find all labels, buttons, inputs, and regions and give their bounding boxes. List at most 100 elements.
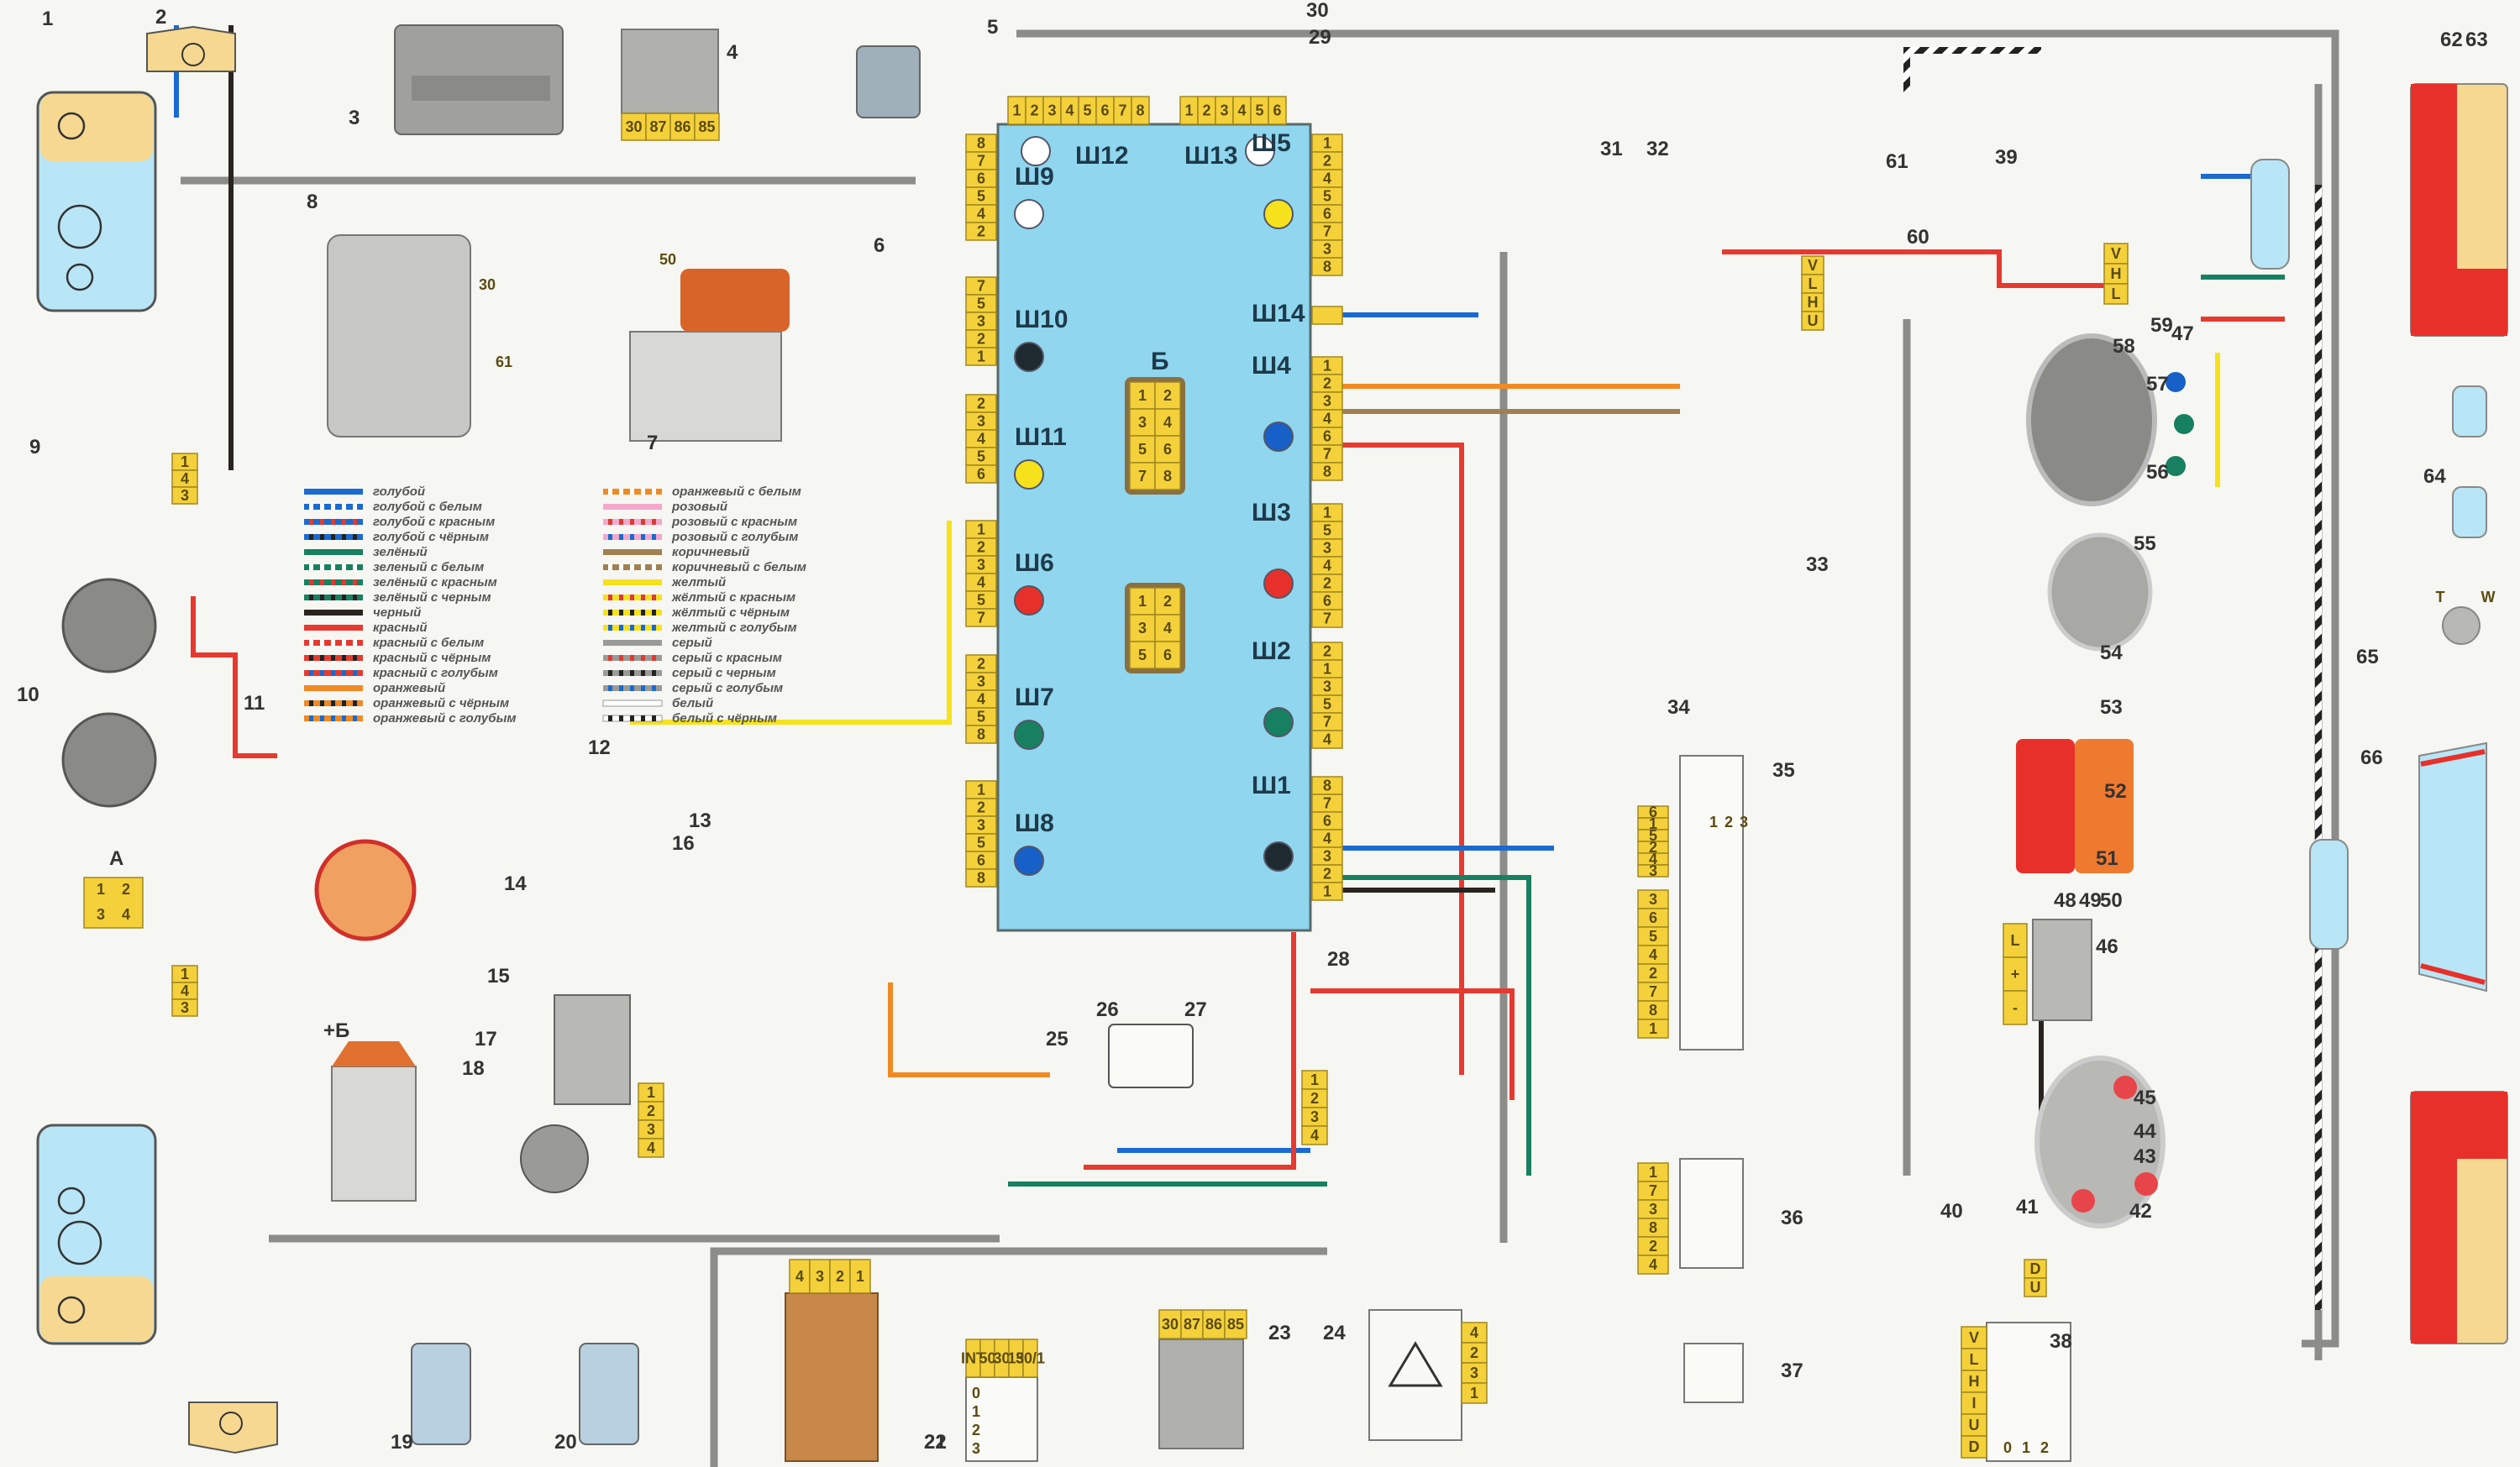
connector-9-top-pin: 4: [181, 470, 189, 487]
component-number-48: 48: [2054, 889, 2076, 912]
indicator-Ш2: [1263, 707, 1294, 737]
connector-sh12-pin: 1: [1012, 102, 1021, 118]
switch-36-pin: 8: [1649, 1219, 1657, 1236]
connector-Ш1-pin: 7: [1323, 794, 1331, 811]
socket-B-pin: 4: [1163, 414, 1172, 431]
light-switch-38: [1986, 1322, 2071, 1462]
indicator-Ш9: [1014, 199, 1044, 229]
connector-Ш10-pin: 2: [977, 330, 985, 347]
connector-Ш5-pin-box: [1311, 257, 1343, 276]
legend-stripe: [641, 685, 645, 691]
legend-stripe: [652, 715, 656, 721]
connector-Ш5-pin: 6: [1323, 205, 1331, 222]
legend-stripe: [342, 670, 346, 676]
connector-Ш3-pin: 3: [1323, 539, 1331, 556]
legend-stripe: [342, 564, 346, 570]
switch-35-bottom-pin: 3: [1649, 891, 1657, 908]
connector-Ш6-pin-box: [965, 608, 997, 627]
connector-label-sh12: Ш12: [1075, 142, 1129, 170]
connector-9-top-pin-box: [171, 486, 198, 505]
indicator-Ш11: [1014, 459, 1044, 490]
indicator-sh13: [1245, 136, 1275, 166]
legend-label-left: зелёный с красным: [373, 575, 497, 589]
legend-stripe: [309, 595, 313, 600]
connector-label-Ш8: Ш8: [1015, 809, 1054, 837]
component-number-52: 52: [2104, 780, 2127, 803]
connector-label-Ш10: Ш10: [1015, 306, 1068, 333]
legend-stripe: [652, 625, 656, 631]
legend-stripe: [608, 595, 612, 600]
legend-stripe: [619, 715, 623, 721]
connector-9-bottom-pin: 4: [181, 982, 189, 999]
switch-36-pin-box: [1637, 1255, 1669, 1275]
ignition-position: 1: [972, 1403, 980, 1420]
legend-label-right: серый с красным: [672, 651, 782, 665]
switch-36-pin: 3: [1649, 1201, 1657, 1218]
legend-label-right: коричневый с белым: [672, 560, 806, 574]
component-number-32: 32: [1646, 138, 1669, 160]
component-number-35: 35: [1772, 759, 1795, 782]
legend-stripe: [641, 595, 645, 600]
connector-Ш5-pin: 2: [1323, 152, 1331, 169]
module-21: [785, 1292, 879, 1462]
legend-label-right: розовый с красным: [671, 515, 797, 529]
component-number-64: 64: [2423, 465, 2446, 488]
connector-label-sh13: Ш13: [1184, 142, 1238, 170]
ignition-switch-22-pin: 30: [993, 1349, 1010, 1366]
component-number-50: 50: [2100, 889, 2123, 912]
rheostat-37: [1683, 1343, 1744, 1403]
connector-Ш11-pin: 4: [977, 430, 985, 447]
legend-stripe: [619, 610, 623, 616]
socket-B-pin: 3: [1138, 414, 1147, 431]
switch-35-top-pin: 2: [1649, 839, 1657, 856]
legend-stripe: [608, 670, 612, 676]
legend-stripe: [608, 489, 612, 495]
switch-35-top-pin: 4: [1649, 851, 1657, 867]
connector-Ш3-pin: 6: [1323, 592, 1331, 609]
socket-B-pin: 5: [1138, 441, 1147, 458]
legend-stripe: [619, 519, 623, 525]
connector-9-bottom-pin: 1: [181, 966, 189, 982]
component-number-33: 33: [1806, 553, 1829, 576]
connector-Ш1-pin: 1: [1323, 883, 1331, 899]
connector-sh12-pin: 2: [1030, 102, 1038, 118]
headlamp-1-bottom: [36, 1124, 157, 1345]
legend-stripe: [320, 640, 324, 646]
component-number-13: 13: [689, 809, 711, 832]
connector-label-Ш1: Ш1: [1252, 772, 1291, 799]
relay-46-pin-box: [2003, 956, 2028, 992]
socket-2-pin: 6: [1163, 647, 1172, 663]
component-number-65: 65: [2356, 646, 2379, 668]
switch-59-pin-box: [2103, 263, 2129, 285]
connector-A-pin: 4: [122, 906, 130, 923]
connector-Ш14-pin-box: [1311, 306, 1343, 325]
indicator-sh12: [1021, 136, 1051, 166]
light-switch-38-position: 1: [2022, 1439, 2030, 1456]
connector-Ш6-pin: 2: [977, 538, 985, 555]
connector-Ш6-pin: 3: [977, 556, 985, 573]
legend-label-right: серый: [672, 636, 712, 650]
legend-stripe: [309, 655, 313, 661]
component-number-38: 38: [2050, 1330, 2072, 1353]
connector-Ш2-pin: 5: [1323, 695, 1331, 712]
courtesy-lamp-47-top: [2250, 159, 2290, 270]
legend-label-left: красный с белым: [373, 636, 484, 650]
relay-4-pin: 87: [649, 118, 666, 135]
component-number-43: 43: [2134, 1145, 2156, 1168]
component-number-46: 46: [2096, 935, 2118, 958]
washer-pump-20: [579, 1343, 639, 1445]
legend-stripe: [353, 670, 357, 676]
connector-Ш9-pin: 2: [977, 223, 985, 239]
legend-label-right: желтый: [671, 575, 726, 589]
switch-35-position: 3: [1740, 814, 1748, 830]
legend-label-left: оранжевый: [373, 681, 445, 695]
legend-stripe: [652, 685, 656, 691]
switch-60-pin: U: [1808, 312, 1819, 329]
indicator-Ш4: [1263, 422, 1294, 452]
legend-stripe: [353, 715, 357, 721]
legend-stripe: [353, 579, 357, 585]
connector-Ш5-pin: 3: [1323, 240, 1331, 257]
